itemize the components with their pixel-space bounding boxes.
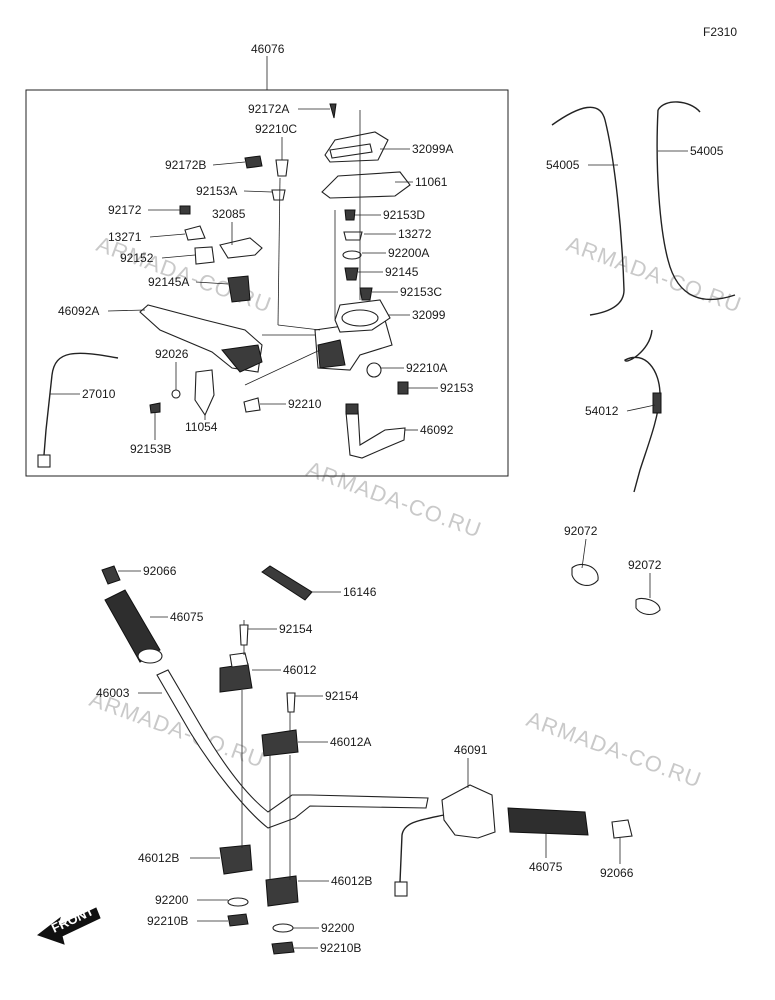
part-number-label: 92026	[155, 347, 189, 361]
cable-ties	[571, 563, 661, 616]
part-number-label: 92200	[321, 921, 355, 935]
part-number-label: 92072	[628, 558, 662, 572]
part-number-label: 54012	[585, 404, 619, 418]
leader-line	[212, 161, 246, 166]
part-number-label: 92066	[600, 866, 634, 880]
part-number-label: 92210C	[255, 122, 297, 136]
watermark: ARMADA-CO.RU	[303, 456, 485, 543]
leader-line	[161, 254, 196, 259]
part-number-label: 92210	[288, 397, 322, 411]
part-number-label: 46075	[529, 860, 563, 874]
part-number-label: 46012	[283, 663, 317, 677]
part-number-label: 92152	[120, 251, 154, 265]
assembly-label: 46076	[251, 42, 285, 56]
part-number-label: 27010	[82, 387, 116, 401]
part-number-label: 92200	[155, 893, 189, 907]
part-number-label: 32099A	[412, 142, 453, 156]
leader-line	[626, 404, 656, 412]
part-number-label: 13271	[108, 230, 142, 244]
watermark: ARMADA-CO.RU	[563, 231, 745, 318]
part-number-label: 92172B	[165, 158, 206, 172]
part-number-label: 92210B	[320, 941, 361, 955]
part-number-label: 46075	[170, 610, 204, 624]
leader-line	[107, 309, 146, 312]
part-number-label: 46012B	[138, 851, 179, 865]
handlebar-assembly	[101, 565, 633, 955]
part-number-label: 46092	[420, 423, 454, 437]
part-number-label: 16146	[343, 585, 377, 599]
part-number-label: 92145	[385, 265, 419, 279]
part-number-label: 54005	[546, 158, 580, 172]
part-number-label: 54005	[690, 144, 724, 158]
leader-line	[581, 538, 587, 569]
part-number-label: 92153A	[196, 184, 237, 198]
part-number-label: 92172	[108, 203, 142, 217]
part-number-label: 46012B	[331, 874, 372, 888]
part-number-label: 92153B	[130, 442, 171, 456]
leader-line	[195, 281, 229, 285]
part-number-label: 92172A	[248, 102, 289, 116]
figure-code: F2310	[703, 25, 737, 39]
brake-lever-assembly	[37, 103, 411, 468]
part-number-label: 11054	[185, 420, 218, 434]
part-number-label: 46092A	[58, 304, 99, 318]
front-direction-marker: FRONT	[36, 903, 101, 945]
part-labels: 92172A 92210C 32099A 92172B 11061 92153A 92172…	[50, 102, 724, 955]
leader-line	[243, 190, 273, 193]
part-number-label: 92072	[564, 524, 598, 538]
part-number-label: 92153	[440, 381, 474, 395]
part-number-label: 11061	[415, 175, 448, 189]
part-number-label: 92066	[143, 564, 177, 578]
watermark: ARMADA-CO.RU	[523, 706, 705, 793]
part-number-label: 46091	[454, 743, 488, 757]
part-number-label: 32099	[412, 308, 446, 322]
throttle-cables	[551, 101, 736, 493]
part-number-label: 46012A	[330, 735, 371, 749]
part-number-label: 92153D	[383, 208, 425, 222]
part-number-label: 46003	[96, 686, 130, 700]
part-number-label: 92200A	[388, 246, 429, 260]
part-number-label: 92210A	[406, 361, 447, 375]
part-number-label: 92154	[325, 689, 359, 703]
part-number-label: 92145A	[148, 275, 189, 289]
part-number-label: 13272	[398, 227, 432, 241]
part-number-label: 32085	[212, 207, 246, 221]
part-number-label: 92154	[279, 622, 313, 636]
part-number-label: 92153C	[400, 285, 442, 299]
leader-line	[149, 233, 186, 238]
part-number-label: 92210B	[147, 914, 188, 928]
